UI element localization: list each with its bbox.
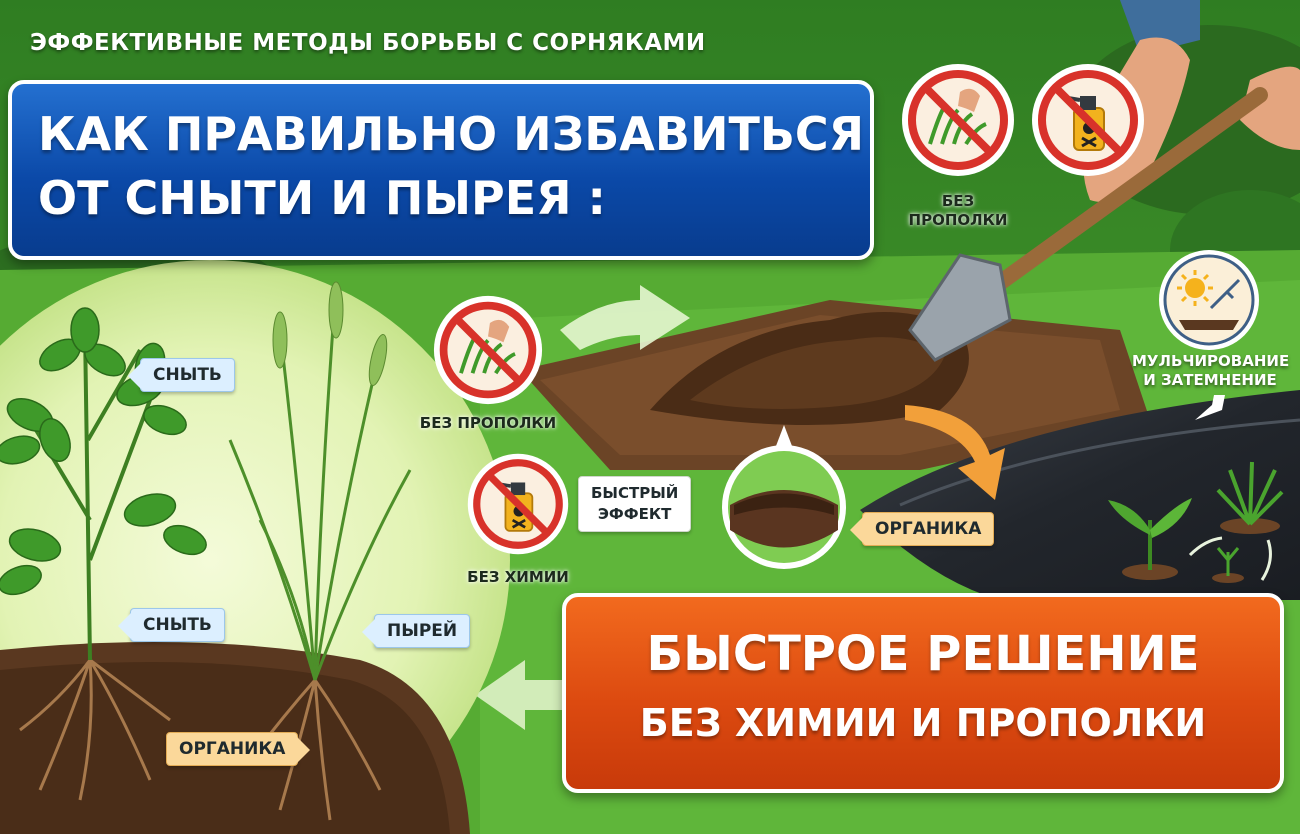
no-weeding-caption-top: БЕЗ ПРОПОЛКИ — [904, 192, 1012, 230]
no-chemicals-icon — [467, 453, 569, 555]
fast-effect-tag: БЫСТРЫЙ ЭФФЕКТ — [578, 476, 692, 532]
solution-line-1: БЫСТРОЕ РЕШЕНИЕ — [646, 626, 1200, 682]
fast-effect-line-2: ЭФФЕКТ — [597, 505, 672, 523]
sun-mulch-icon — [1159, 250, 1259, 350]
pyrey-label: ПЫРЕЙ — [361, 614, 471, 648]
no-weeding-caption-mid: БЕЗ ПРОПОЛКИ — [419, 414, 557, 432]
solution-line-2: БЕЗ ХИМИИ И ПРОПОЛКИ — [639, 701, 1207, 745]
organic-label-center: ОРГАНИКА — [849, 512, 995, 546]
mulching-caption-line-1: МУЛЬЧИРОВАНИЕ — [1132, 352, 1290, 370]
page-subtitle: ЭФФЕКТИВНЫЕ МЕТОДЫ БОРЬБЫ С СОРНЯКАМИ — [30, 30, 706, 56]
seedling-icon — [1108, 461, 1284, 583]
main-title-panel: КАК ПРАВИЛЬНО ИЗБАВИТЬСЯ ОТ СНЫТИ И ПЫРЕ… — [8, 80, 874, 260]
main-title-line-2: ОТ СНЫТИ И ПЫРЕЯ : — [38, 171, 606, 225]
fast-effect-line-1: БЫСТРЫЙ — [591, 484, 679, 502]
goutweed-plant — [0, 307, 207, 661]
no-weeding-icon — [433, 295, 543, 405]
snyt-label-top: СНЫТЬ — [128, 358, 235, 392]
main-title-line-1: КАК ПРАВИЛЬНО ИЗБАВИТЬСЯ — [38, 107, 865, 161]
couch-grass-plant — [228, 299, 412, 681]
solution-panel: БЫСТРОЕ РЕШЕНИЕ БЕЗ ХИМИИ И ПРОПОЛКИ — [562, 593, 1284, 793]
no-weeding-caption-top-line-1: БЕЗ — [941, 192, 975, 210]
organic-label-left: ОРГАНИКА — [166, 732, 311, 766]
mulching-caption: МУЛЬЧИРОВАНИЕ И ЗАТЕМНЕНИЕ — [1132, 352, 1290, 390]
no-chemicals-caption-mid: БЕЗ ХИМИИ — [467, 568, 569, 586]
mulching-caption-line-2: И ЗАТЕМНЕНИЕ — [1143, 371, 1277, 389]
snyt-label-bottom: СНЫТЬ — [118, 608, 225, 642]
no-weeding-icon — [902, 64, 1014, 176]
no-weeding-caption-top-line-2: ПРОПОЛКИ — [908, 211, 1008, 229]
no-chemicals-icon — [1032, 64, 1144, 176]
